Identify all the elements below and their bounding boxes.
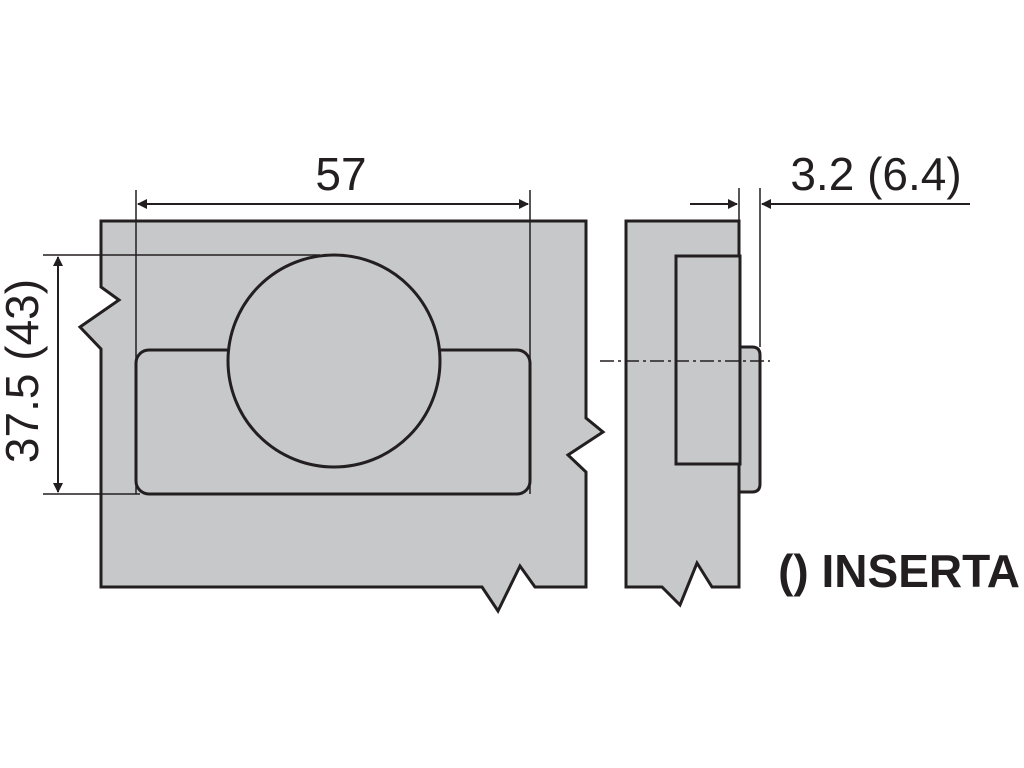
height-dimension-label: 37.5 (43) — [0, 279, 48, 463]
cup-section — [674, 254, 742, 466]
depth-dimension-label: 3.2 (6.4) — [790, 148, 961, 200]
inserta-legend: () INSERTA — [778, 545, 1020, 597]
cup-bore-circle — [226, 253, 442, 469]
width-dimension-label: 57 — [315, 148, 366, 200]
cup-protrusion — [737, 345, 762, 494]
